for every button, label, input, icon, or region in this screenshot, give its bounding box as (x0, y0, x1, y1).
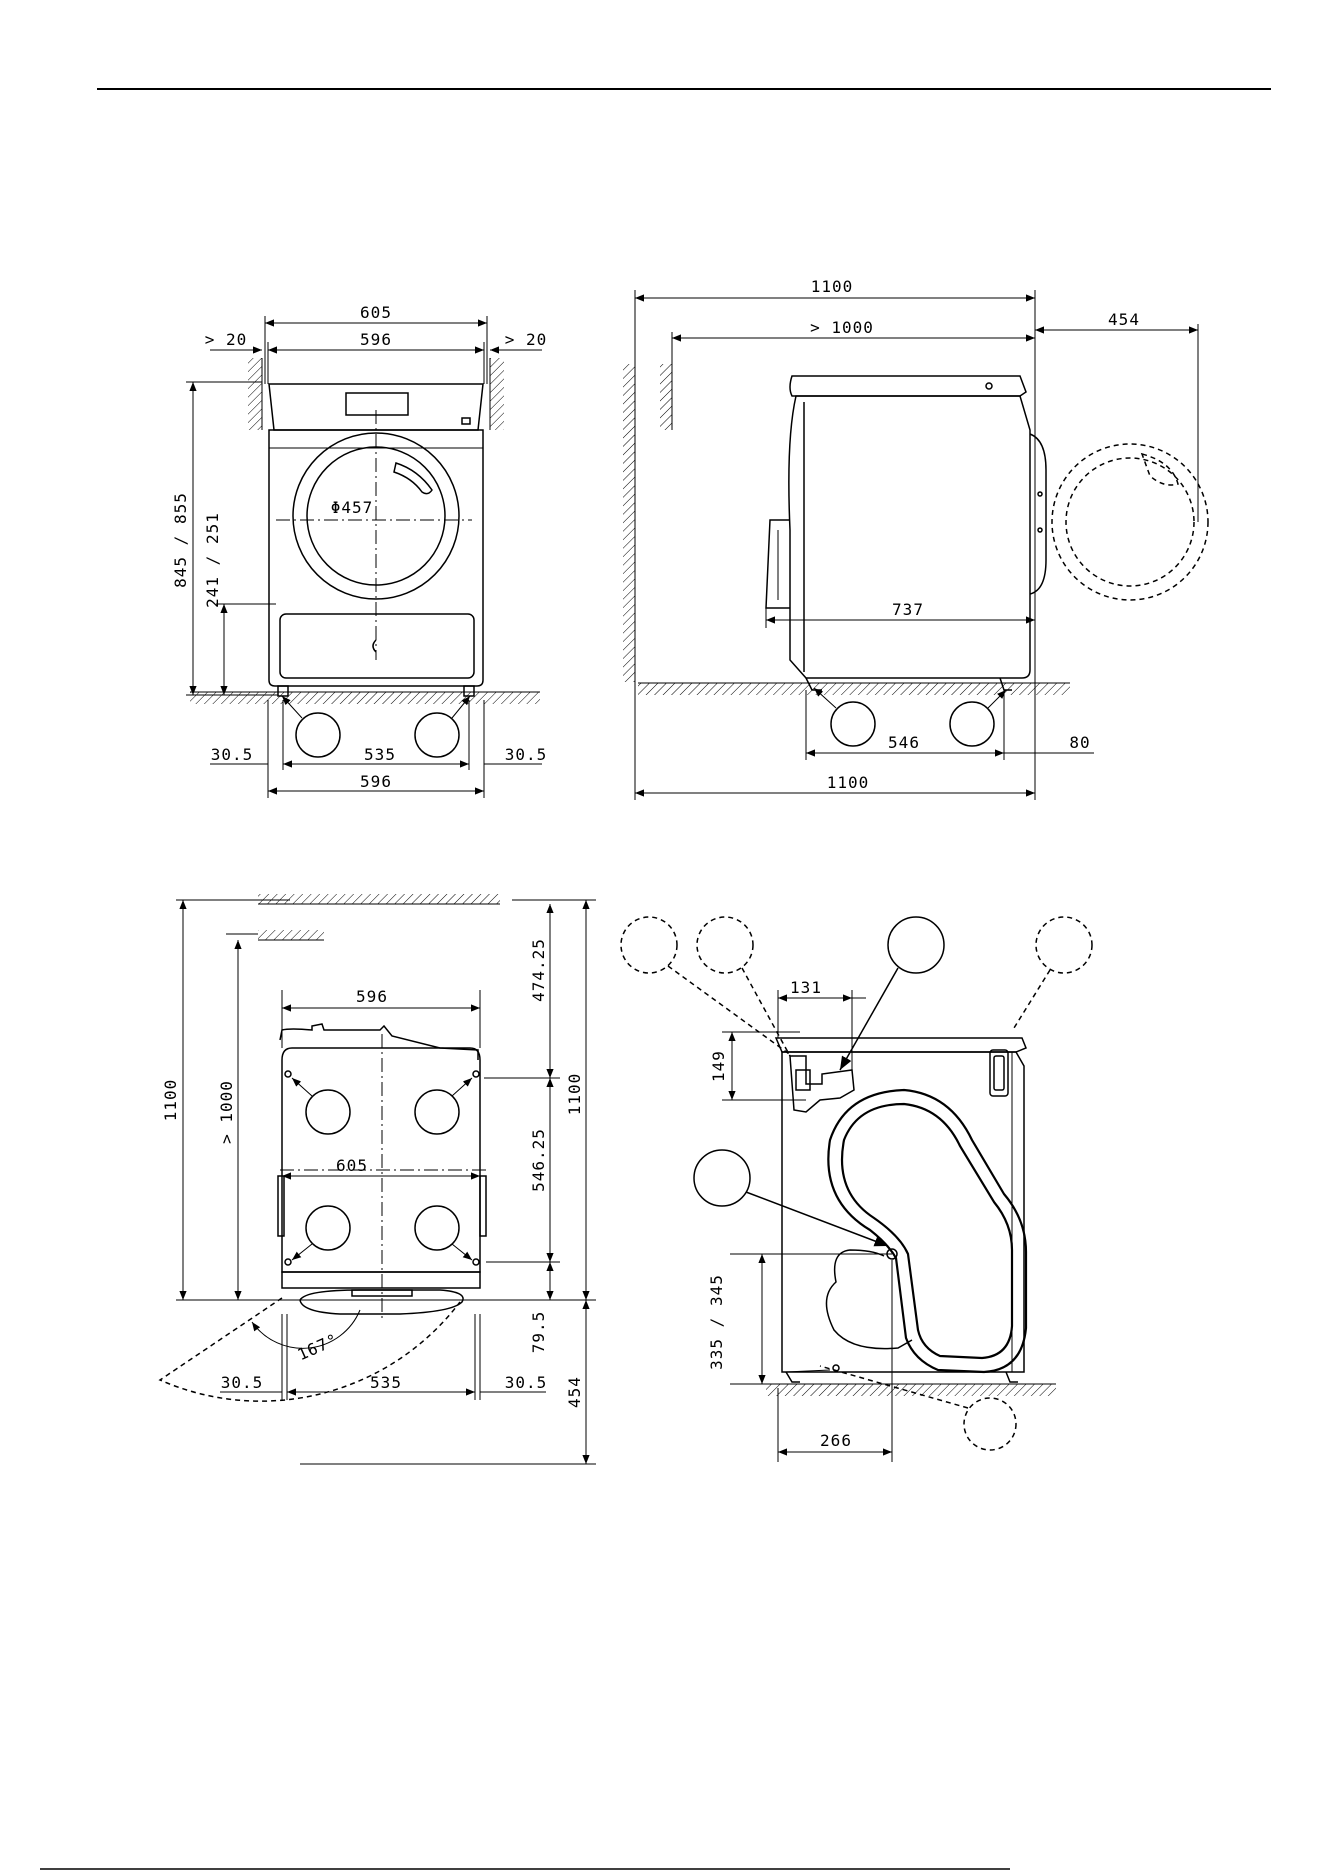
top-machine-body (282, 1048, 480, 1272)
front-dim-foot-spacing: 535 (364, 745, 396, 764)
rear-tub-outline (826, 1250, 912, 1349)
front-dim-width-body: 596 (360, 330, 392, 349)
side-door-swing (1052, 444, 1208, 600)
front-callout-right (415, 713, 459, 757)
side-dim-total-depth-bottom: 1100 (827, 773, 870, 792)
rear-callout-dashed-4 (964, 1398, 1016, 1450)
top-dim-foot-offset-left: 30.5 (221, 1373, 264, 1392)
side-view: 1100 > 1000 454 737 546 80 1100 (623, 277, 1208, 800)
top-dim-door-angle: 167° (294, 1330, 341, 1365)
side-dim-foot-spacing: 546 (888, 733, 920, 752)
front-wall-left (248, 358, 262, 430)
rear-drain-hose-inner (842, 1104, 1012, 1358)
side-machine-body (789, 396, 1030, 678)
side-dim-total-depth-top: 1100 (811, 277, 854, 296)
top-machine-front (282, 1272, 480, 1288)
front-dim-base-width: 596 (360, 772, 392, 791)
top-dim-total-depth-right: 1100 (565, 1073, 584, 1116)
rear-dim-drain-height: 335 / 345 (707, 1274, 726, 1370)
side-dim-depth: 737 (892, 600, 924, 619)
top-callout-2 (415, 1090, 459, 1134)
front-dim-width-overall: 605 (360, 303, 392, 322)
top-dim-total-depth-left: 1100 (161, 1079, 180, 1122)
rear-machine-body (782, 1052, 1024, 1372)
top-dim-foot-spacing-depth: 546.25 (529, 1128, 548, 1192)
top-dim-foot-spacing: 535 (370, 1373, 402, 1392)
side-dim-door-swing: 454 (1108, 310, 1140, 329)
rear-callout-dashed-2 (697, 917, 753, 973)
top-view: 596 605 1100 > 1000 474.25 546.25 1100 7… (160, 894, 596, 1464)
front-dim-door-diameter: Φ457 (331, 498, 374, 517)
rear-callout-dashed-3 (1036, 917, 1092, 973)
front-dim-foot-offset-left: 30.5 (211, 745, 254, 764)
front-dim-clearance-right: > 20 (505, 330, 548, 349)
front-wall-right (490, 358, 504, 430)
rear-callout-drain (694, 1150, 750, 1206)
side-door-swing-inner (1066, 458, 1194, 586)
rear-dim-connection-height: 149 (709, 1050, 728, 1082)
side-door-hinge (1030, 434, 1046, 594)
rear-view: 131 149 335 / 345 266 (621, 917, 1092, 1462)
rear-dim-drain-offset: 266 (820, 1431, 852, 1450)
rear-callout-dashed-1 (621, 917, 677, 973)
front-plinth-panel (280, 614, 474, 678)
top-dim-min-clearance: > 1000 (217, 1080, 236, 1144)
rear-floor (766, 1384, 1056, 1396)
top-dim-width-body: 596 (356, 987, 388, 1006)
top-wall-rear (258, 894, 500, 904)
top-callout-1 (306, 1090, 350, 1134)
rear-callout-solid (888, 917, 944, 973)
side-floor (638, 683, 1070, 695)
top-machine-rear (280, 1024, 478, 1060)
side-wall-small (660, 364, 672, 430)
top-dim-rear-offset: 474.25 (529, 938, 548, 1002)
rear-drain-hose-outer (828, 1090, 1026, 1372)
front-dim-foot-offset-right: 30.5 (505, 745, 548, 764)
front-door-handle (394, 463, 432, 494)
rear-water-connection (790, 1056, 854, 1112)
top-dim-door-swing: 454 (565, 1376, 584, 1408)
front-callout-left (296, 713, 340, 757)
side-wall (623, 364, 635, 682)
top-dim-foot-offset-right: 30.5 (505, 1373, 548, 1392)
top-callout-4 (415, 1206, 459, 1250)
side-callout-front (831, 702, 875, 746)
side-callout-rear (950, 702, 994, 746)
front-floor (190, 692, 540, 704)
rear-vent (990, 1050, 1008, 1096)
side-dim-min-clearance: > 1000 (810, 318, 874, 337)
side-dim-foot-offset: 80 (1069, 733, 1090, 752)
front-view: 605 596 > 20 > 20 845 / 855 241 / 251 Φ4… (171, 303, 547, 798)
rear-machine-top (776, 1038, 1026, 1052)
side-lid (790, 376, 1026, 396)
top-callout-3 (306, 1206, 350, 1250)
rear-dim-connection-width: 131 (790, 978, 822, 997)
front-display (346, 393, 408, 415)
top-dim-width-overall: 605 (336, 1156, 368, 1175)
top-dim-front-offset: 79.5 (529, 1311, 548, 1354)
front-dim-clearance-left: > 20 (205, 330, 248, 349)
front-dim-door-height: 241 / 251 (203, 512, 222, 608)
top-wall-near (258, 930, 324, 940)
front-dim-height: 845 / 855 (171, 492, 190, 588)
